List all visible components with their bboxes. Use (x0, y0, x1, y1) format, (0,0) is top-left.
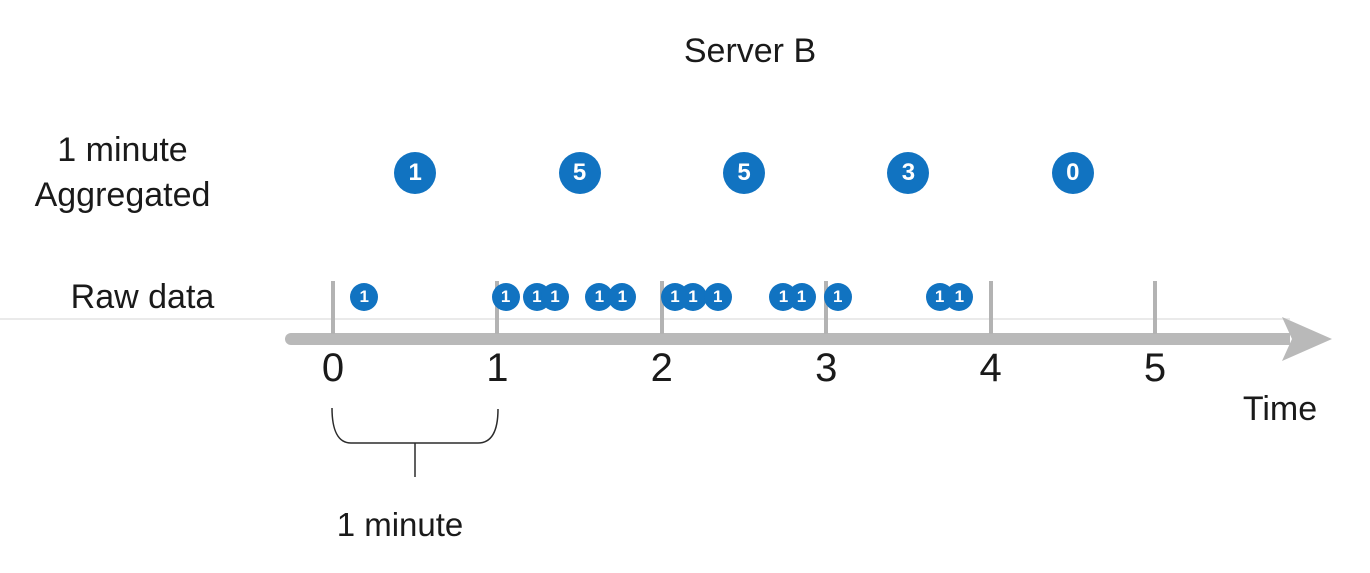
axis-tick-label: 0 (321, 346, 345, 390)
axis-tick-label: 5 (1143, 346, 1167, 390)
raw-data-point-circle: 1 (540, 283, 569, 311)
raw-data-point-circle: 1 (787, 283, 816, 311)
raw-data-point-circle: 1 (823, 283, 852, 311)
axis-tick-label: 4 (979, 346, 1002, 390)
aggregated-count-circle: 5 (723, 152, 765, 194)
axis-tick-label: 2 (650, 346, 673, 390)
raw-row-baseline (0, 318, 1290, 320)
aggregated-row-label-line2: Aggregated (34, 176, 211, 214)
axis-tick-mark (659, 281, 664, 334)
raw-data-point-circle: 1 (945, 283, 974, 311)
diagram-title: Server B (683, 32, 817, 70)
raw-data-point-circle: 1 (608, 283, 637, 311)
time-axis-bar (285, 333, 1290, 345)
raw-data-point-circle: 1 (679, 283, 708, 311)
raw-data-point-circle: 1 (350, 283, 379, 311)
interval-label: 1 minute (336, 506, 464, 543)
axis-tick-mark (824, 281, 829, 334)
time-axis-arrowhead-icon (1282, 317, 1332, 361)
time-axis-label: Time (1242, 390, 1318, 428)
raw-data-point-circle: 1 (703, 283, 732, 311)
aggregated-row-label-line1: 1 minute (57, 131, 188, 169)
raw-data-row-label: Raw data (70, 278, 215, 316)
raw-data-point-circle: 1 (491, 283, 520, 311)
aggregated-count-circle: 1 (394, 152, 437, 194)
interval-brace-icon (331, 407, 499, 477)
axis-tick-mark (331, 281, 335, 334)
axis-tick-label: 1 (486, 346, 509, 390)
aggregated-count-circle: 3 (887, 152, 930, 194)
aggregated-count-circle: 5 (558, 152, 601, 194)
aggregated-count-circle: 0 (1051, 152, 1094, 194)
axis-tick-mark (988, 281, 993, 334)
axis-tick-mark (1153, 281, 1157, 334)
axis-tick-label: 3 (815, 346, 838, 390)
aggregated-row-label: 1 minute Aggregated (10, 128, 235, 218)
